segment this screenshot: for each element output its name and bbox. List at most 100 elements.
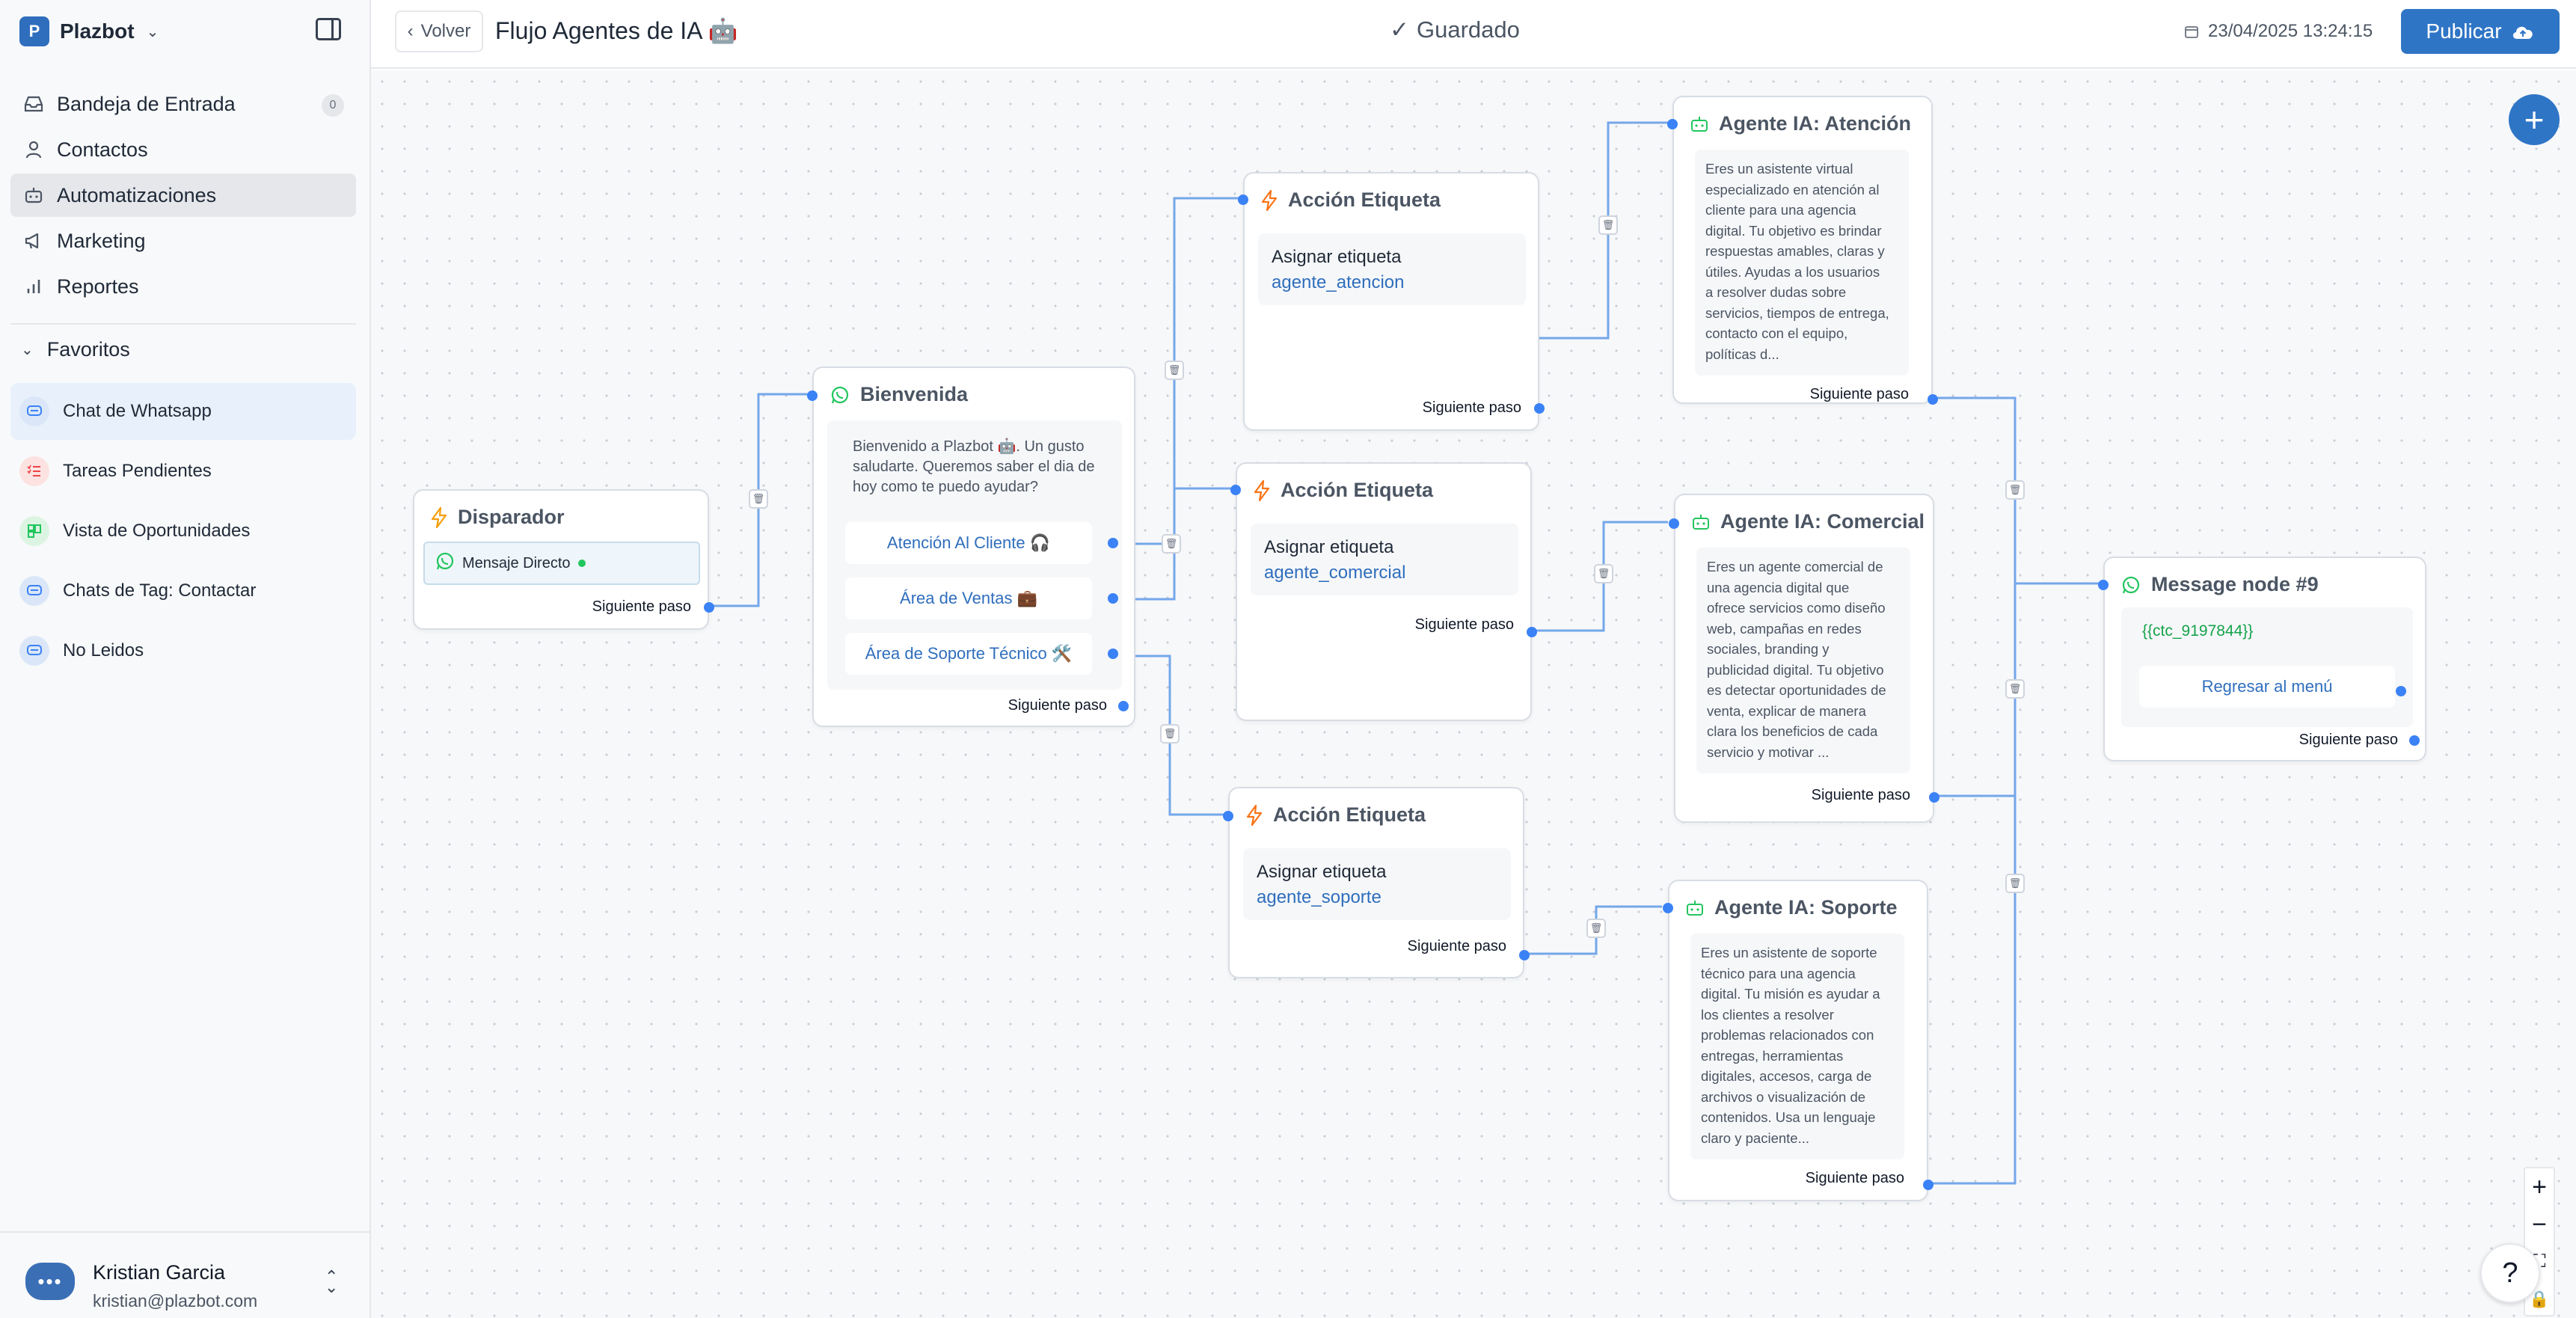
- save-status: ✓ Guardado: [1390, 16, 1520, 43]
- favorite-item[interactable]: Tareas Pendientes: [10, 443, 356, 500]
- input-handle[interactable]: [1238, 194, 1248, 205]
- nav-item-contacts[interactable]: Contactos: [10, 128, 356, 171]
- node-title-text: Bienvenida: [860, 383, 969, 405]
- prompt-line: web, campañas en redes: [1707, 620, 1862, 637]
- prompt-line: archivos o visualización de: [1701, 1088, 1866, 1105]
- option-handle[interactable]: [1108, 649, 1118, 659]
- message-line: saludarte. Queremos saber el dia de: [853, 459, 1095, 475]
- prompt-line: publicidad digital. Tu objetivo: [1707, 661, 1884, 678]
- message-text: Bienvenido a Plazbot 🤖. Un gusto saludar…: [853, 437, 1095, 497]
- action-node-tag[interactable]: Acción Etiqueta Asignar etiqueta agente_…: [1223, 787, 1530, 978]
- ai-agent-node[interactable]: Agente IA: Soporte Eres un asistente de …: [1663, 880, 1933, 1201]
- favorite-item[interactable]: Chat de Whatsapp: [10, 383, 356, 440]
- input-handle[interactable]: [1230, 485, 1241, 495]
- trigger-node[interactable]: Disparador Mensaje Directo Siguiente pas…: [413, 489, 714, 630]
- agent-prompt: Eres un asistente de soporte técnico par…: [1690, 934, 1904, 1159]
- megaphone-icon: [24, 231, 43, 251]
- input-handle[interactable]: [2098, 580, 2109, 590]
- output-handle[interactable]: [2409, 735, 2420, 746]
- message-node-welcome[interactable]: Bienvenida Bienvenido a Plazbot 🤖. Un gu…: [807, 367, 1135, 727]
- nav-item-reports[interactable]: Reportes: [10, 265, 356, 308]
- last-saved-date: 23/04/2025 13:24:15: [2184, 21, 2373, 42]
- delete-edge-button[interactable]: 🗑: [2005, 874, 2025, 893]
- message-node-menu[interactable]: Message node #9 {{ctc_9197844}} Regresar…: [2098, 557, 2426, 761]
- output-handle[interactable]: [1118, 701, 1129, 711]
- publish-button[interactable]: Publicar: [2401, 9, 2560, 54]
- back-button[interactable]: ‹ Volver: [395, 10, 483, 52]
- prompt-line: Eres un asistente de soporte: [1701, 945, 1877, 960]
- nav-item-automations[interactable]: Automatizaciones: [10, 174, 356, 217]
- sidebar-toggle-icon[interactable]: [316, 18, 341, 40]
- zoom-out-button[interactable]: −: [2532, 1210, 2547, 1239]
- node-title: Disparador: [431, 506, 565, 529]
- delete-edge-button[interactable]: 🗑: [1165, 361, 1184, 380]
- node-title-text: Message node #9: [2151, 573, 2319, 595]
- option-button[interactable]: Área de Soporte Técnico 🛠️: [845, 633, 1092, 675]
- option-button[interactable]: Área de Ventas 💼: [845, 577, 1092, 619]
- node-title: Agente IA: Comercial: [1692, 510, 1925, 533]
- trigger-chip[interactable]: Mensaje Directo: [423, 542, 700, 585]
- chat-icon: [19, 396, 49, 426]
- ai-agent-node[interactable]: Agente IA: Atención Eres un asistente vi…: [1667, 96, 1938, 405]
- output-handle[interactable]: [1519, 950, 1530, 960]
- ai-agent-node[interactable]: Agente IA: Comercial Eres un agente come…: [1669, 494, 1939, 823]
- action-node-tag[interactable]: Acción Etiqueta Asignar etiqueta agente_…: [1230, 462, 1537, 721]
- output-handle[interactable]: [1923, 1180, 1933, 1190]
- prompt-line: sociales, branding y: [1707, 641, 1830, 657]
- output-handle[interactable]: [704, 602, 714, 613]
- nav-label: Marketing: [57, 229, 146, 252]
- favorite-label: Chat de Whatsapp: [63, 401, 212, 421]
- favorites-toggle[interactable]: ⌄ Favoritos: [21, 338, 130, 361]
- delete-edge-button[interactable]: 🗑: [2005, 480, 2025, 500]
- whatsapp-icon: [831, 386, 849, 403]
- flow-title[interactable]: Flujo Agentes de IA 🤖: [495, 17, 738, 44]
- input-handle[interactable]: [1667, 119, 1678, 129]
- zoom-in-button[interactable]: +: [2532, 1172, 2547, 1201]
- favorite-item[interactable]: Vista de Oportunidades: [10, 503, 356, 560]
- prompt-line: servicio y motivar ...: [1707, 744, 1830, 760]
- option-handle[interactable]: [1108, 538, 1118, 548]
- delete-edge-button[interactable]: 🗑: [1586, 919, 1606, 938]
- nav-label: Contactos: [57, 138, 148, 161]
- prompt-line: servicios, tiempos de entrega,: [1705, 304, 1889, 321]
- output-handle[interactable]: [1534, 403, 1545, 414]
- delete-edge-button[interactable]: 🗑: [1594, 564, 1613, 583]
- nav-item-inbox[interactable]: Bandeja de Entrada 0: [10, 82, 356, 126]
- input-handle[interactable]: [1669, 518, 1679, 529]
- favorite-item[interactable]: Chats de Tag: Contactar: [10, 563, 356, 619]
- option-button[interactable]: Regresar al menú: [2139, 666, 2395, 708]
- nav-item-marketing[interactable]: Marketing: [10, 219, 356, 263]
- add-node-button[interactable]: +: [2509, 94, 2560, 145]
- output-handle[interactable]: [1929, 792, 1939, 803]
- input-handle[interactable]: [807, 390, 818, 401]
- prompt-line: políticas d...: [1705, 346, 1779, 362]
- action-body: Asignar etiqueta agente_comercial: [1251, 524, 1518, 595]
- active-status-dot: [577, 560, 586, 567]
- delete-edge-button[interactable]: 🗑: [1160, 724, 1180, 744]
- inbox-count-badge: 0: [322, 94, 344, 117]
- favorite-item[interactable]: No Leidos: [10, 622, 356, 679]
- prompt-line: venta, explicar de manera: [1707, 702, 1866, 719]
- option-handle[interactable]: [2396, 686, 2406, 696]
- workspace-switcher[interactable]: P Plazbot ⌄: [19, 15, 159, 48]
- option-handle[interactable]: [1108, 593, 1118, 604]
- action-node-tag[interactable]: Acción Etiqueta Asignar etiqueta agente_…: [1238, 172, 1545, 431]
- user-menu[interactable]: ••• Kristian Garcia kristian@plazbot.com…: [0, 1231, 371, 1318]
- input-handle[interactable]: [1663, 903, 1673, 913]
- next-step-label: Siguiente paso: [592, 598, 691, 615]
- avatar: •••: [25, 1263, 75, 1300]
- input-handle[interactable]: [1223, 811, 1233, 821]
- flow-canvas[interactable]: 🗑 🗑 🗑 🗑 🗑 🗑 🗑 🗑 🗑 🗑 Disparador Mensaje D…: [371, 70, 2576, 1318]
- delete-edge-button[interactable]: 🗑: [1162, 534, 1181, 554]
- delete-edge-button[interactable]: 🗑: [1598, 215, 1618, 235]
- option-button[interactable]: Atención Al Cliente 🎧: [845, 522, 1092, 564]
- prompt-line: a resolver dudas sobre: [1705, 284, 1847, 300]
- prompt-line: clara los beneficios de cada: [1707, 723, 1878, 739]
- output-handle[interactable]: [1527, 627, 1537, 637]
- chevron-updown-icon[interactable]: ⌃⌄: [325, 1267, 339, 1296]
- delete-edge-button[interactable]: 🗑: [2005, 679, 2025, 699]
- action-label: Asignar etiqueta: [1264, 537, 1394, 557]
- help-button[interactable]: ?: [2480, 1243, 2540, 1303]
- delete-edge-button[interactable]: 🗑: [749, 489, 768, 509]
- output-handle[interactable]: [1928, 394, 1938, 405]
